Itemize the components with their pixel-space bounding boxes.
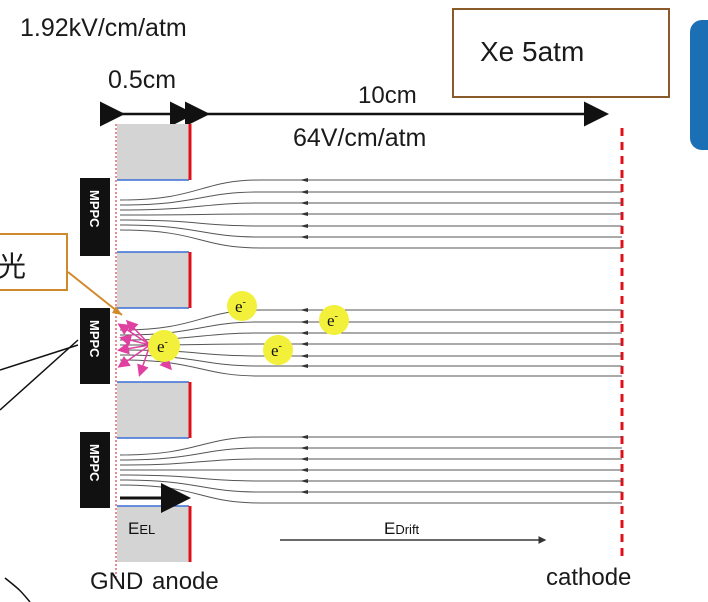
el-cells bbox=[117, 124, 192, 562]
electrons bbox=[148, 291, 349, 365]
anode-label: anode bbox=[152, 568, 219, 595]
field-arrowheads bbox=[300, 178, 308, 494]
e-el-label: EEL bbox=[128, 519, 155, 538]
gnd-label: GND bbox=[90, 568, 144, 595]
cathode-label: cathode bbox=[546, 564, 632, 591]
svg-text:e-: e- bbox=[157, 337, 168, 356]
svg-text:e-: e- bbox=[271, 341, 282, 360]
svg-text:MPPC: MPPC bbox=[87, 190, 102, 228]
electron-labels: e- e- e- e- bbox=[157, 297, 338, 360]
el-gap-label: 0.5cm bbox=[108, 66, 177, 94]
svg-text:e-: e- bbox=[327, 311, 338, 330]
callout-line-1 bbox=[0, 339, 79, 411]
light-label-box: 光 bbox=[0, 233, 68, 291]
drift-field-label: 64V/cm/atm bbox=[293, 124, 427, 152]
svg-text:e-: e- bbox=[235, 297, 246, 316]
gas-label: Xe 5atm bbox=[480, 36, 585, 67]
side-panel bbox=[690, 20, 708, 150]
light-label: 光 bbox=[0, 251, 27, 282]
e-drift-label: EDrift bbox=[384, 519, 420, 538]
gas-condition-box: Xe 5atm bbox=[452, 8, 670, 98]
svg-text:MPPC: MPPC bbox=[87, 320, 102, 358]
mppc-sensors: MPPC MPPC MPPC bbox=[80, 178, 110, 508]
el-field-label: 1.92kV/cm/atm bbox=[20, 14, 187, 42]
field-lines bbox=[119, 179, 622, 504]
svg-text:MPPC: MPPC bbox=[87, 444, 102, 482]
light-pointer bbox=[67, 271, 123, 316]
